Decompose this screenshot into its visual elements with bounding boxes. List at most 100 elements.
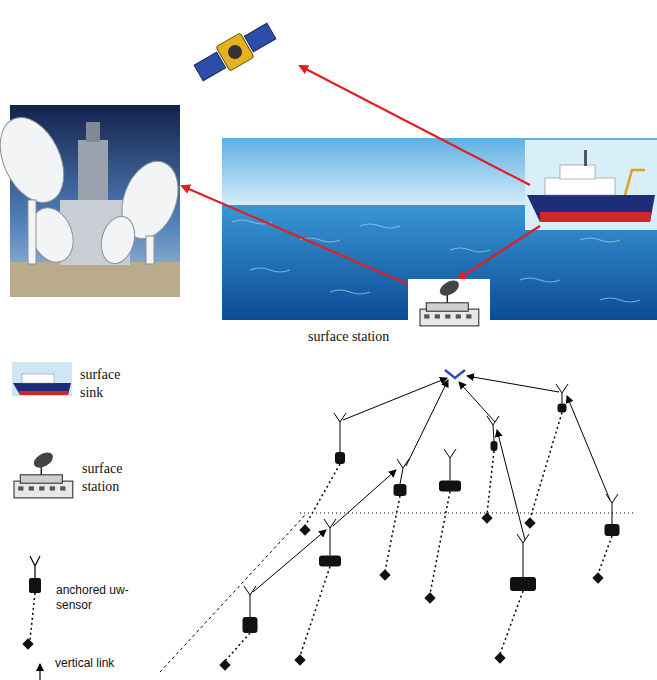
anchor-chain <box>305 464 340 526</box>
station-window <box>18 486 23 490</box>
legend-icons <box>12 362 73 680</box>
ship-picture <box>525 140 657 230</box>
sensor-body <box>319 556 341 567</box>
vertical-link-icon <box>39 664 40 680</box>
vertical-link <box>467 376 559 392</box>
sink-icon-sky <box>12 362 72 396</box>
sensor-body <box>394 484 407 496</box>
vertical-link <box>497 430 525 540</box>
bridge <box>560 165 595 179</box>
anchor-chain <box>530 413 562 520</box>
radio-link <box>300 66 530 185</box>
deck <box>545 178 615 195</box>
anchored-sensor <box>379 459 409 581</box>
tower <box>86 122 100 142</box>
anchor-chain <box>598 536 612 574</box>
anchor <box>379 569 390 580</box>
anchored-sensor <box>524 384 568 529</box>
station-window <box>29 486 34 490</box>
anchor-chain <box>225 633 250 661</box>
station-dish <box>31 449 55 470</box>
legend-label: surface station <box>82 460 144 495</box>
sensor-antenna <box>606 494 618 524</box>
station-window <box>424 314 429 318</box>
ground-station-picture <box>0 105 188 297</box>
sink-antenna <box>445 370 465 378</box>
sensor-antenna <box>517 534 529 577</box>
crane <box>625 170 645 195</box>
hull-red <box>540 212 651 222</box>
sensor-body <box>439 481 461 492</box>
sensor-body <box>491 441 498 451</box>
anchor <box>524 517 535 528</box>
legend-label: vertical link <box>55 656 155 671</box>
vertical-link <box>459 382 495 422</box>
station-window <box>466 314 471 318</box>
station-window <box>435 314 440 318</box>
surface-station-node: surface station <box>300 279 490 349</box>
sensor-body <box>335 452 345 464</box>
anchor-chain <box>487 451 494 514</box>
sensor-antenna <box>334 413 346 452</box>
mast <box>584 150 587 166</box>
sensor-antenna <box>444 449 456 481</box>
sensor-body <box>558 404 567 413</box>
sensor-body <box>243 617 258 633</box>
anchor-chain <box>385 496 400 571</box>
vertical-link <box>333 470 396 526</box>
anchored-sensor <box>481 416 499 524</box>
anchor <box>494 652 505 663</box>
dotted-line <box>300 513 635 514</box>
sensor-antenna <box>556 384 568 404</box>
anchor <box>299 524 310 535</box>
ship-backdrop <box>525 140 657 230</box>
anchored-sensor <box>592 494 619 584</box>
anchored-sensor <box>424 449 461 604</box>
anchored-sensor <box>294 519 341 666</box>
station-icon <box>14 449 73 498</box>
station-window <box>456 314 461 318</box>
station-window <box>50 486 55 490</box>
node-label: surface station <box>308 329 389 345</box>
satellite-body <box>216 33 254 71</box>
anchor <box>481 512 492 523</box>
lens <box>225 42 244 61</box>
vertical-link <box>567 396 610 500</box>
anchor <box>219 659 230 670</box>
anchored-sensor <box>299 413 346 536</box>
anchor-chain <box>430 492 450 595</box>
surface-station-picture <box>408 277 490 326</box>
anchored-sensor <box>494 534 536 664</box>
sensor-network <box>219 370 619 671</box>
ground <box>10 262 180 297</box>
anchor-chain <box>500 591 523 654</box>
station-window <box>445 314 450 318</box>
radio-link <box>458 226 540 279</box>
dashed-line <box>160 515 305 672</box>
sensor-body <box>605 524 620 536</box>
station-deck <box>426 303 468 311</box>
vertical-link <box>406 380 448 466</box>
station-dish <box>437 277 461 298</box>
sensor-icon <box>22 556 41 650</box>
legend-label: anchored uw-sensor <box>56 583 136 613</box>
station-window <box>60 486 65 490</box>
station-deck <box>20 475 62 483</box>
legend-label: surface sink <box>80 366 142 401</box>
anchor <box>294 654 305 665</box>
vertical-link <box>253 530 326 592</box>
anchor <box>592 572 603 583</box>
hull <box>527 195 655 222</box>
dishes <box>0 107 188 268</box>
anchor <box>424 592 435 603</box>
satellite-picture <box>192 19 279 85</box>
anchor-chain <box>300 567 330 657</box>
station-window <box>39 486 44 490</box>
anchored-sensor <box>219 586 257 671</box>
sensor-body <box>510 577 536 591</box>
sink-icon-red <box>19 391 69 395</box>
radio-links <box>182 66 540 286</box>
sink-icon-hull <box>13 383 71 395</box>
sink-icon-deck <box>22 374 54 383</box>
radio-link <box>182 186 412 286</box>
